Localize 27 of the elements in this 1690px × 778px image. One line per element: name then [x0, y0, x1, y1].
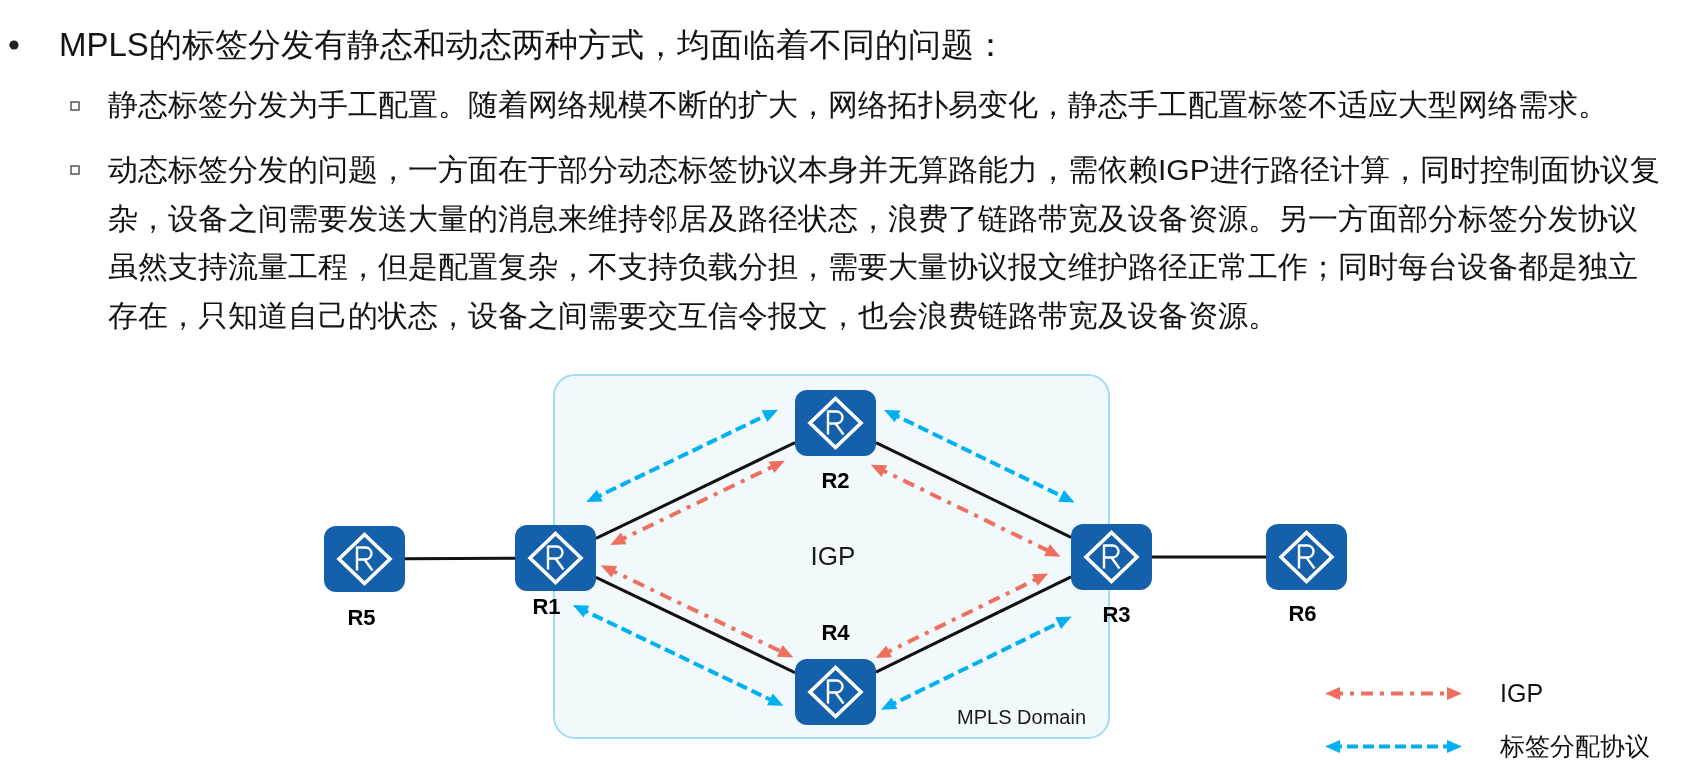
- link-line: [595, 441, 796, 540]
- router-name: R2: [821, 468, 850, 494]
- dashed-arrow: [586, 409, 778, 503]
- link-line: [875, 441, 1072, 539]
- router-name: R3: [1102, 602, 1131, 628]
- router-name: R4: [821, 620, 850, 646]
- link-line: [875, 575, 1072, 674]
- protocol-name: IGP: [810, 541, 856, 573]
- router-name: R6: [1288, 601, 1317, 627]
- dashed-arrow: [572, 605, 784, 706]
- dash-dot-arrow: [870, 464, 1061, 557]
- dash-dot-arrow: [610, 460, 785, 545]
- bullet-text: 动态标签分发的问题，一方面在于部分动态标签协议本身并无算路能力，需依赖IGP进行路径计算，同时控制面协议复杂，设备之间需要发送大量的消息来维持邻居及路径状态，浪费了链路带宽及设备资源。另一方面部分标签分发协议虽然支持流量工程，但是配置复杂，不支持负载分担，需要大量协议报文维护路径正常工作；同时每台设备都是独立存在，只知道自己的状态，设备之间需要交互信令报文，也会浪费链路带宽及设备资源。: [108, 152, 1661, 334]
- link-line: [405, 556, 515, 561]
- dashed-arrow: [884, 409, 1075, 503]
- dash-dot-arrow: [600, 565, 794, 658]
- bullet-text: MPLS的标签分发有静态和动态两种方式，均面临着不同的问题：: [59, 25, 1008, 65]
- dashed-arrow: [880, 616, 1072, 710]
- bullet-text: 静态标签分发为手工配置。随着网络规模不断的扩大，网络拓扑易变化，静态手工配置标签不适应大型网络需求。: [108, 87, 1609, 123]
- legend-text: 标签分配协议: [1500, 731, 1650, 761]
- link-line: [1152, 555, 1266, 559]
- link-line: [595, 576, 796, 674]
- router-name: R1: [532, 594, 561, 620]
- router-name: R5: [347, 605, 376, 631]
- dash-dot-arrow: [875, 573, 1049, 658]
- domain-name: MPLS Domain: [957, 705, 1086, 729]
- legend-text: IGP: [1500, 678, 1544, 708]
